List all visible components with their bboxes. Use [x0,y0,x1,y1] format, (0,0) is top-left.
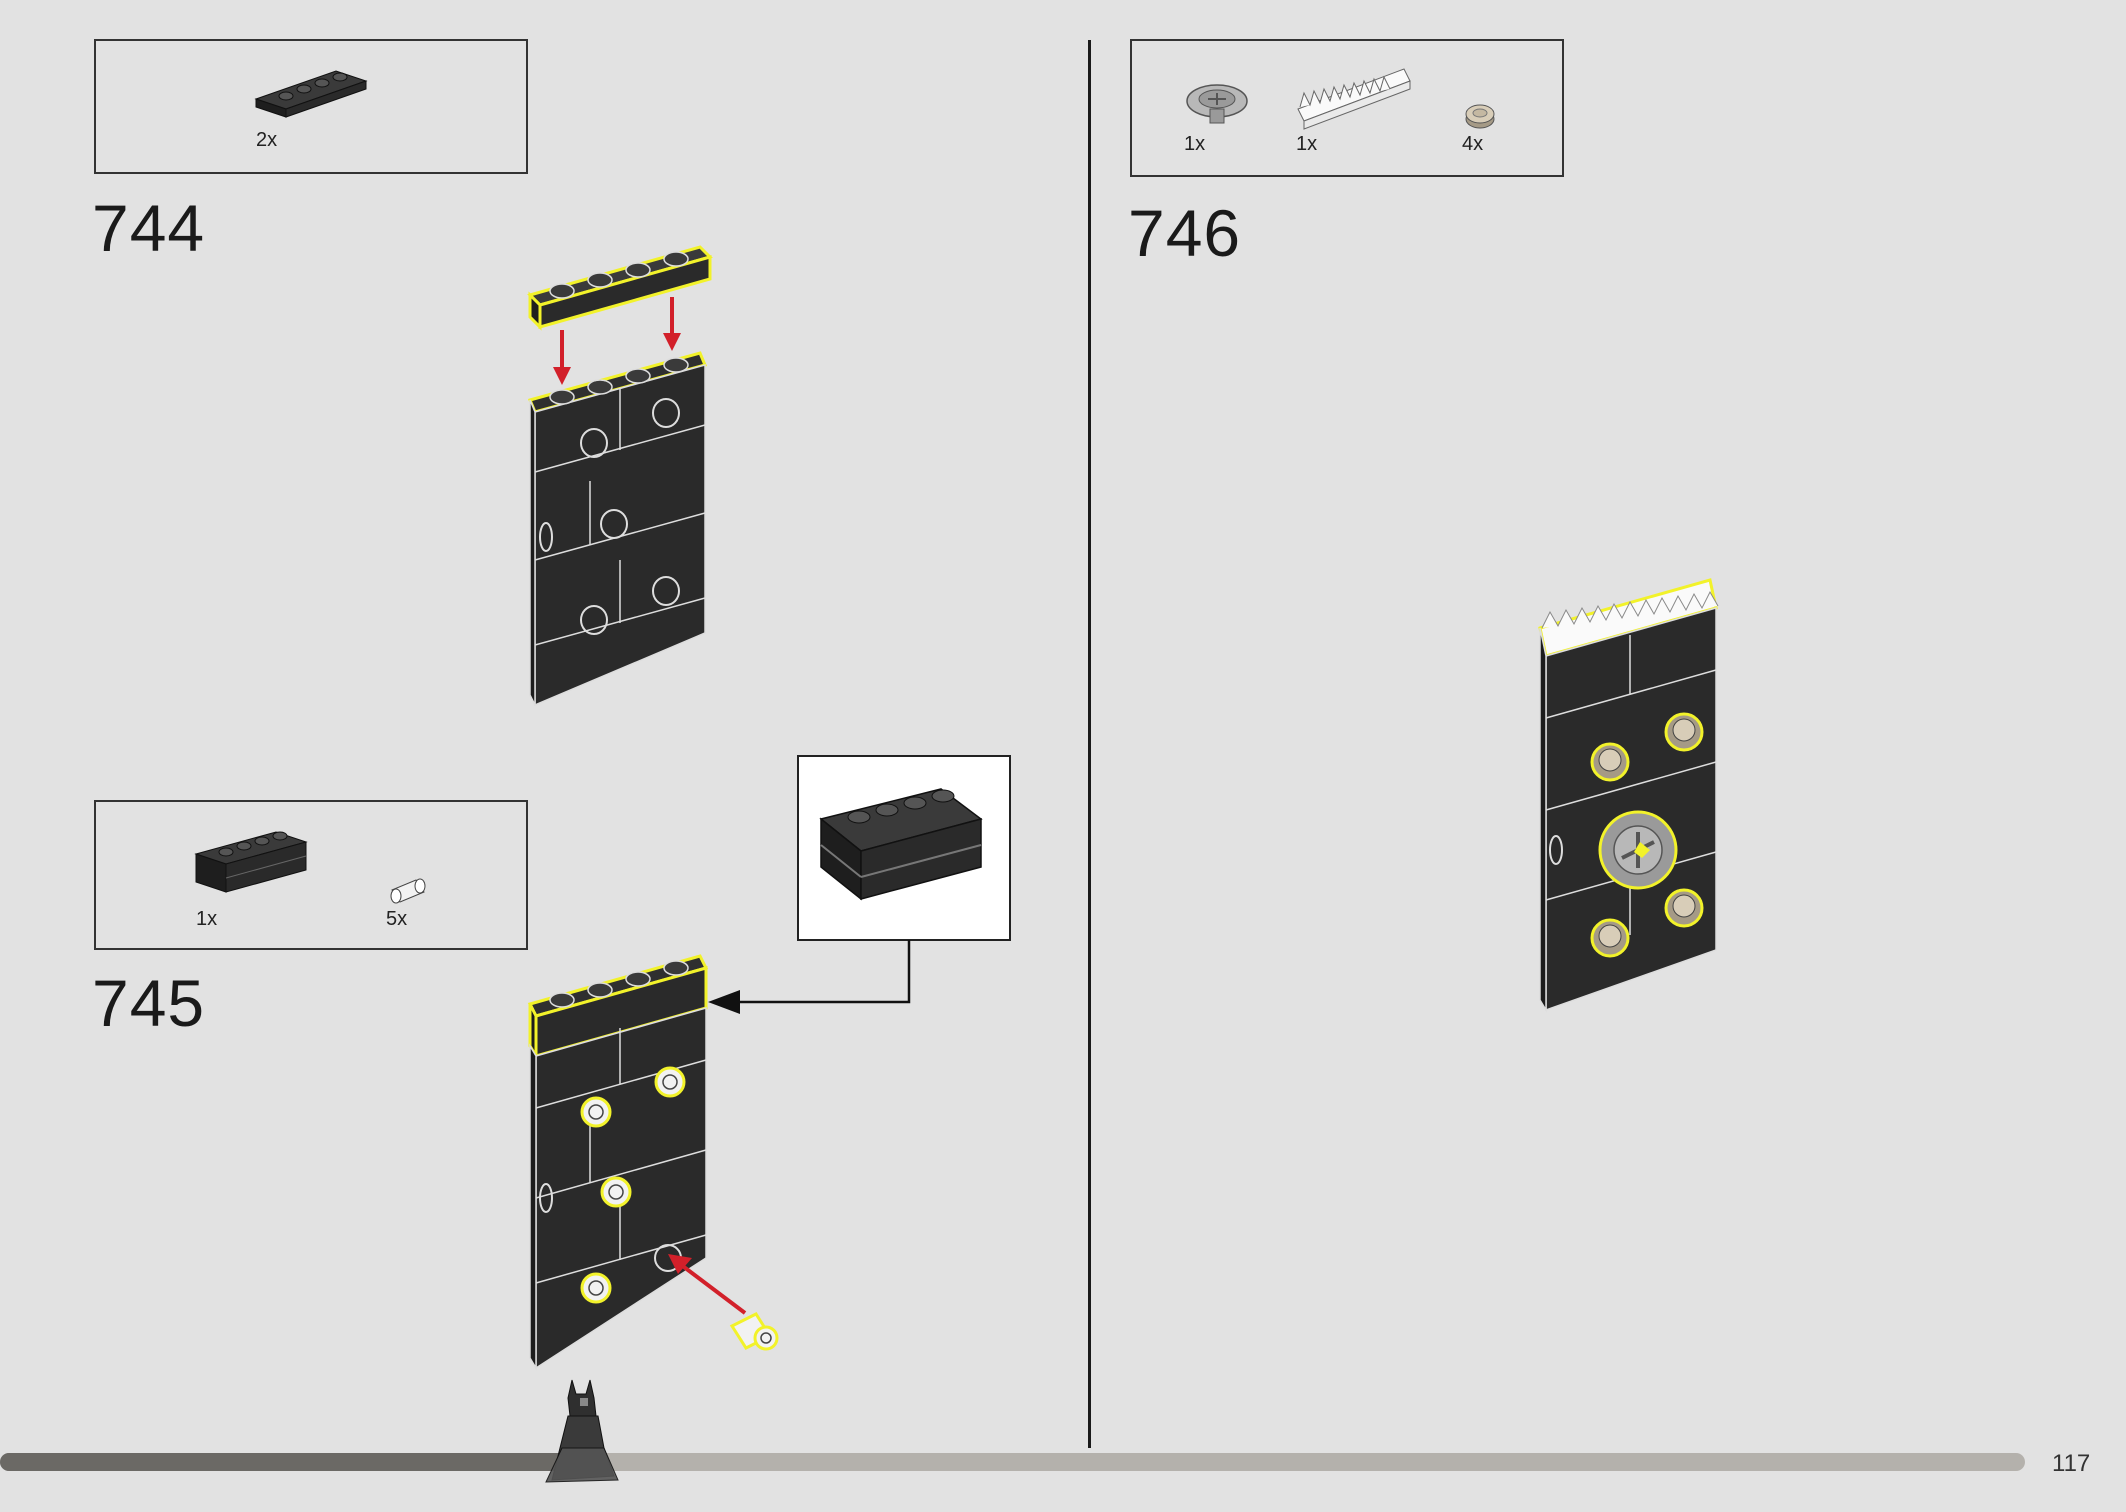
callout-connector [708,940,911,1014]
tan-round-tile-icon [1465,104,1495,129]
step-number-744: 744 [92,191,206,265]
step-745-assembly [527,954,779,1371]
white-gear-rack-icon [1297,68,1411,130]
part-qty: 5x [386,908,408,930]
parts-list-745: 1x 5x [94,800,528,950]
page-number: 117 [2052,1450,2091,1477]
insert-arrow [678,1262,747,1315]
step-744-assembly [527,245,713,707]
page-divider [1088,40,1091,1448]
part-qty: 1x [196,908,218,930]
dark-brick-1x4-groove-icon [194,831,308,893]
step-number-745: 745 [92,966,206,1040]
batman-minifig-icon [545,1379,619,1483]
part-qty: 1x [1184,133,1206,155]
friction-pin-icon [390,878,426,904]
parts-list-746: 1x 1x 4x [1130,39,1564,177]
parts-list-744: 2x [94,39,528,174]
dark-brick-1x4-groove-detail [819,788,983,901]
part-qty: 1x [1296,133,1318,155]
gray-gear-added [1598,810,1678,890]
dark-plate-1x4-icon [254,70,368,118]
progress-fill [0,1453,588,1471]
step-number-746: 746 [1128,196,1242,270]
step-746-assembly [1538,578,1719,1013]
part-qty: 2x [256,129,278,151]
part-qty: 4x [1462,133,1484,155]
gray-gear-icon [1186,84,1248,124]
pin-being-inserted [729,1312,779,1351]
progress-bar [0,1453,2025,1471]
callout-box [797,755,1011,941]
plate-being-added [527,245,713,331]
